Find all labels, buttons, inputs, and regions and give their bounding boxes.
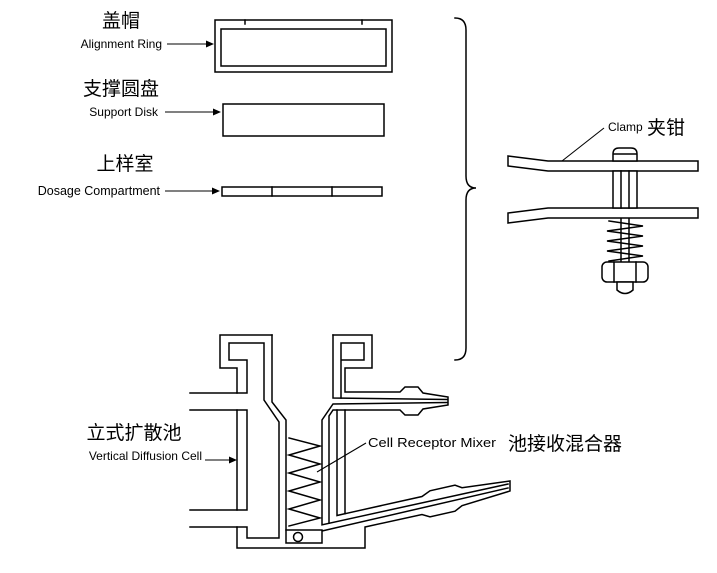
cell-flange-right-inner xyxy=(340,342,365,399)
alignment-ring-arrow xyxy=(167,40,214,48)
alignment-ring xyxy=(214,19,393,73)
clamp-upper-plate xyxy=(507,155,699,172)
cell-jacket-inner-wall-left xyxy=(228,342,280,539)
stir-bar xyxy=(292,531,304,543)
cell-receptor-mixer xyxy=(286,437,323,527)
vertical-diffusion-cell-label-en: Vertical Diffusion Cell xyxy=(89,449,202,463)
dosage-compartment xyxy=(221,186,383,197)
vertical-diffusion-cell xyxy=(189,334,511,549)
clamp-label-zh: 夹钳 xyxy=(647,117,685,139)
clamp-knob xyxy=(612,147,638,162)
clamp-lower-plate xyxy=(507,207,699,224)
cell-chamber-inner-wall-right xyxy=(321,401,509,526)
cell-chamber-outer-wall-right xyxy=(328,409,346,525)
alignment-ring-label-zh: 盖帽 xyxy=(102,10,140,32)
clamp-spring xyxy=(606,220,644,262)
cell-chamber-inner-wall-left xyxy=(271,334,509,544)
clamp xyxy=(507,147,699,295)
clamp-label-en: Clamp xyxy=(608,120,643,134)
vertical-diffusion-cell-arrow xyxy=(205,456,237,464)
cell-receptor-mixer-label-en: Cell Receptor Mixer xyxy=(368,435,497,450)
grouping-brace xyxy=(454,17,477,361)
alignment-ring-label-en: Alignment Ring xyxy=(81,37,162,51)
clamp-leader-line xyxy=(561,127,605,162)
vertical-diffusion-cell-label-zh: 立式扩散池 xyxy=(86,422,181,444)
clamp-bolt-end xyxy=(616,281,634,295)
clamp-sleeve xyxy=(612,170,638,209)
cell-outer-wall xyxy=(189,334,511,549)
clamp-nut xyxy=(601,261,649,283)
upper-sampling-port-bore xyxy=(332,334,448,401)
dosage-compartment-arrow xyxy=(165,187,220,195)
support-disk-arrow xyxy=(165,108,221,116)
dosage-compartment-label-en: Dosage Compartment xyxy=(38,184,161,198)
cell-receptor-mixer-leader-line xyxy=(316,442,367,473)
support-disk xyxy=(222,103,385,137)
support-disk-label-zh: 支撑圆盘 xyxy=(83,78,159,100)
support-disk-label-en: Support Disk xyxy=(89,105,159,119)
dosage-compartment-label-zh: 上样室 xyxy=(96,153,153,175)
cell-receptor-mixer-label-zh: 池接收混合器 xyxy=(508,433,622,455)
cell-jacket-inner-wall-right xyxy=(336,409,346,517)
